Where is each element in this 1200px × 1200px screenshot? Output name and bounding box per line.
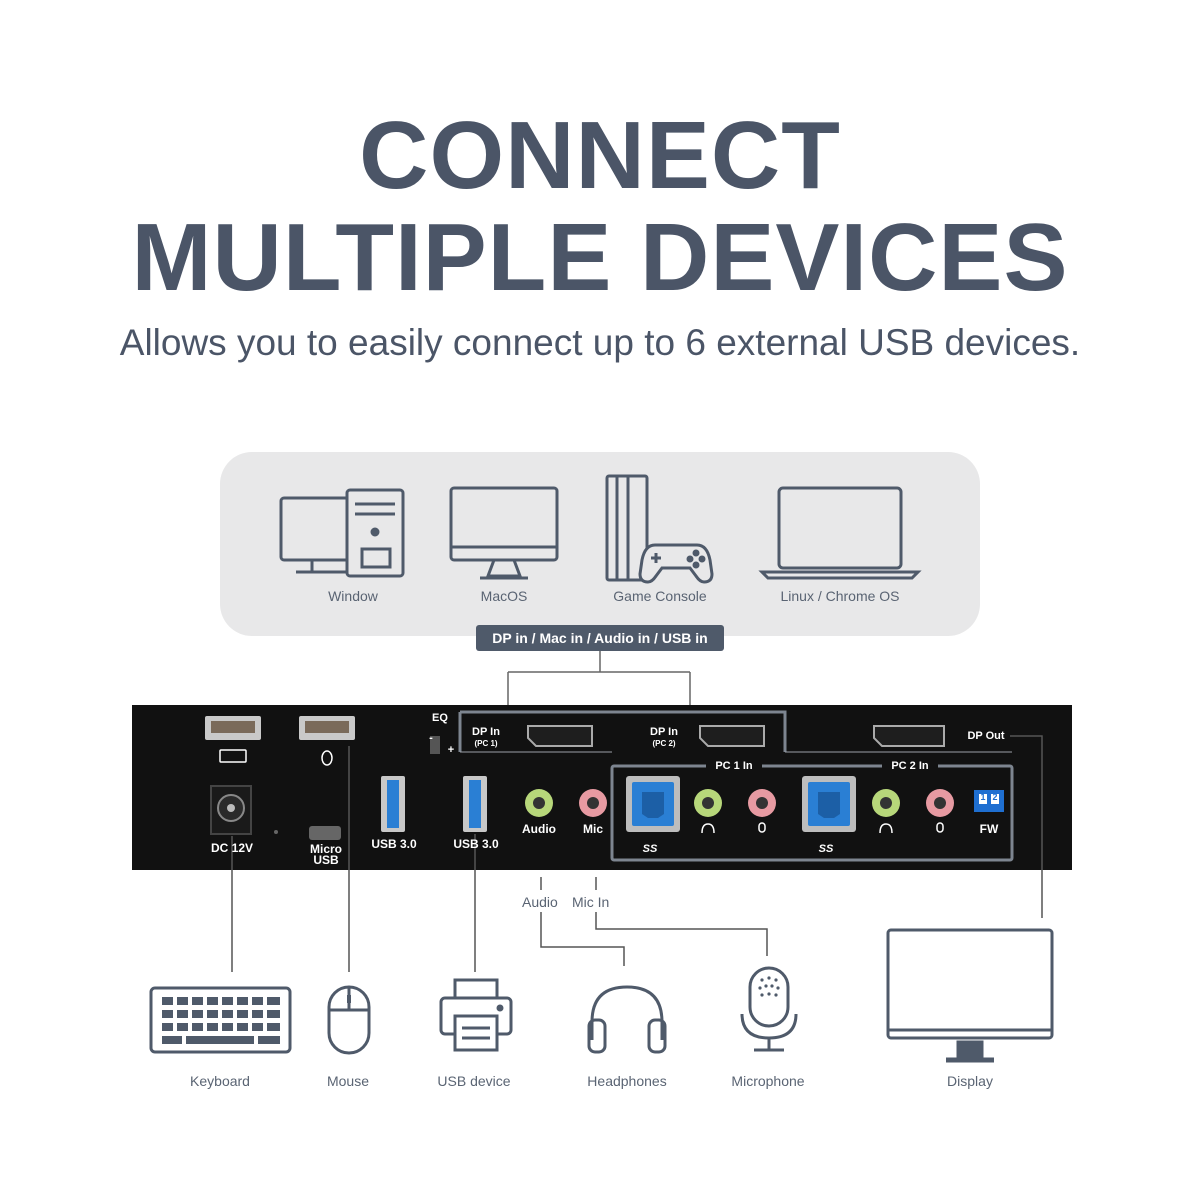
mouse-icon	[327, 985, 371, 1055]
eq-minus: -	[429, 732, 433, 744]
peripheral-label-headphones: Headphones	[587, 1073, 667, 1089]
fw-dip-switch	[974, 790, 1004, 812]
dc-power-jack	[210, 785, 252, 835]
dip-1: 1	[980, 792, 986, 802]
dp-in-pc1-sublabel: (PC 1)	[474, 739, 498, 748]
usb-a-mouse-port	[299, 716, 355, 766]
input-badge: DP in / Mac in / Audio in / USB in	[476, 625, 724, 651]
dp-out-label: DP Out	[967, 730, 1005, 742]
desktop-pc-icon	[279, 488, 405, 578]
usb30-label-b: USB 3.0	[453, 837, 499, 851]
peripheral-label-microphone: Microphone	[731, 1073, 805, 1089]
mic-jack-front	[579, 789, 607, 817]
eq-plus: +	[447, 744, 455, 756]
pc1-audio-jack	[694, 789, 722, 817]
usb30-label-a: USB 3.0	[371, 837, 417, 851]
peripheral-label-mouse: Mouse	[326, 1073, 370, 1089]
mic-mini-icon	[758, 822, 766, 833]
wire-label-mic-in: Mic In	[572, 894, 610, 910]
headphone-mini-icon	[879, 823, 893, 834]
wire-label-audio: Audio	[522, 894, 558, 910]
headline-line-1: CONNECT	[359, 102, 841, 209]
game-console-icon	[605, 474, 714, 584]
microphone-icon	[740, 966, 798, 1052]
peripheral-wires	[231, 735, 1043, 972]
dp-out-port	[873, 725, 945, 747]
headphone-mini-icon	[701, 823, 715, 834]
micro-usb-label-2: USB	[313, 853, 339, 867]
source-label-game-console: Game Console	[613, 588, 707, 604]
pc2-usb-b-port	[802, 776, 856, 832]
eq-label: EQ	[432, 712, 448, 724]
usb30-port-a	[381, 776, 405, 832]
mic-port-label: Mic	[582, 822, 603, 836]
imac-monitor-icon	[449, 486, 559, 580]
source-label-linux-chrome-os: Linux / Chrome OS	[780, 588, 900, 604]
pc1-in-label: PC 1 In	[706, 760, 762, 772]
dp-in-pc1-label: DP In	[472, 726, 500, 738]
eq-switch	[430, 736, 440, 754]
usb30-port-b	[463, 776, 487, 832]
dip-2: 2	[992, 792, 998, 802]
display-monitor-icon	[886, 928, 1054, 1063]
keyboard-icon	[149, 986, 292, 1054]
usb-a-keyboard-port	[205, 716, 261, 763]
dc-label: DC 12V	[210, 841, 254, 855]
dp-in-pc1-port	[527, 725, 593, 747]
fw-label: FW	[979, 822, 999, 836]
pc2-audio-jack	[872, 789, 900, 817]
micro-usb-port	[309, 826, 341, 840]
audio-port-label: Audio	[522, 822, 556, 836]
ss-logo-1: SS	[642, 843, 658, 855]
input-connector-lines	[507, 651, 691, 712]
micro-usb-label-1: Micro	[309, 842, 342, 856]
pc2-mic-jack	[926, 789, 954, 817]
dp-in-pc2-sublabel: (PC 2)	[652, 739, 676, 748]
dp-in-pc2-port	[699, 725, 765, 747]
printer-icon	[439, 978, 513, 1052]
pc1-mic-jack	[748, 789, 776, 817]
peripheral-label-usb-device: USB device	[437, 1073, 511, 1089]
peripheral-label-keyboard: Keyboard	[190, 1073, 250, 1089]
mic-mini-icon	[936, 822, 944, 833]
subtitle: Allows you to easily connect up to 6 ext…	[119, 322, 1081, 363]
peripheral-label-display: Display	[947, 1073, 993, 1089]
source-label-window: Window	[328, 588, 378, 604]
source-label-macos: MacOS	[480, 588, 528, 604]
headphones-icon	[587, 985, 667, 1054]
pc2-in-label: PC 2 In	[882, 760, 938, 772]
laptop-icon	[758, 486, 922, 580]
pc1-usb-b-port	[626, 776, 680, 832]
dp-in-pc2-label: DP In	[650, 726, 678, 738]
audio-jack-front	[525, 789, 553, 817]
ss-logo-2: SS	[818, 843, 834, 855]
headline-line-2: MULTIPLE DEVICES	[131, 204, 1069, 311]
